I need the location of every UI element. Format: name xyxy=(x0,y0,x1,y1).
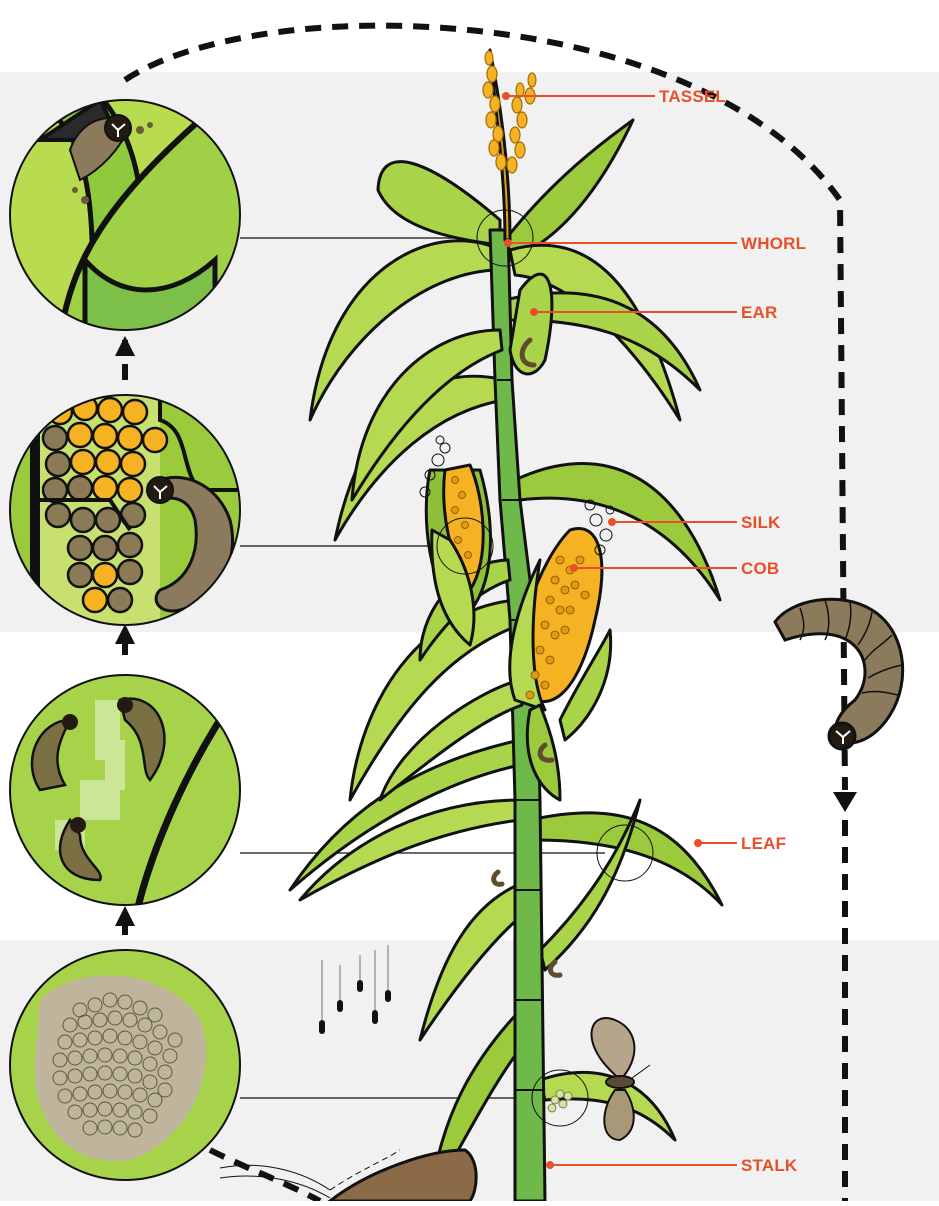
leaf-detail-circle xyxy=(0,670,250,920)
label-stalk: STALK xyxy=(741,1157,797,1174)
label-leaf: LEAF xyxy=(741,835,786,852)
label-tassel: TASSEL xyxy=(659,88,726,105)
label-ear: EAR xyxy=(741,304,778,321)
label-silk: SILK xyxy=(741,514,781,531)
label-whorl: WHORL xyxy=(741,235,806,252)
label-cob: COB xyxy=(741,560,779,577)
larva-large-icon xyxy=(775,599,903,749)
